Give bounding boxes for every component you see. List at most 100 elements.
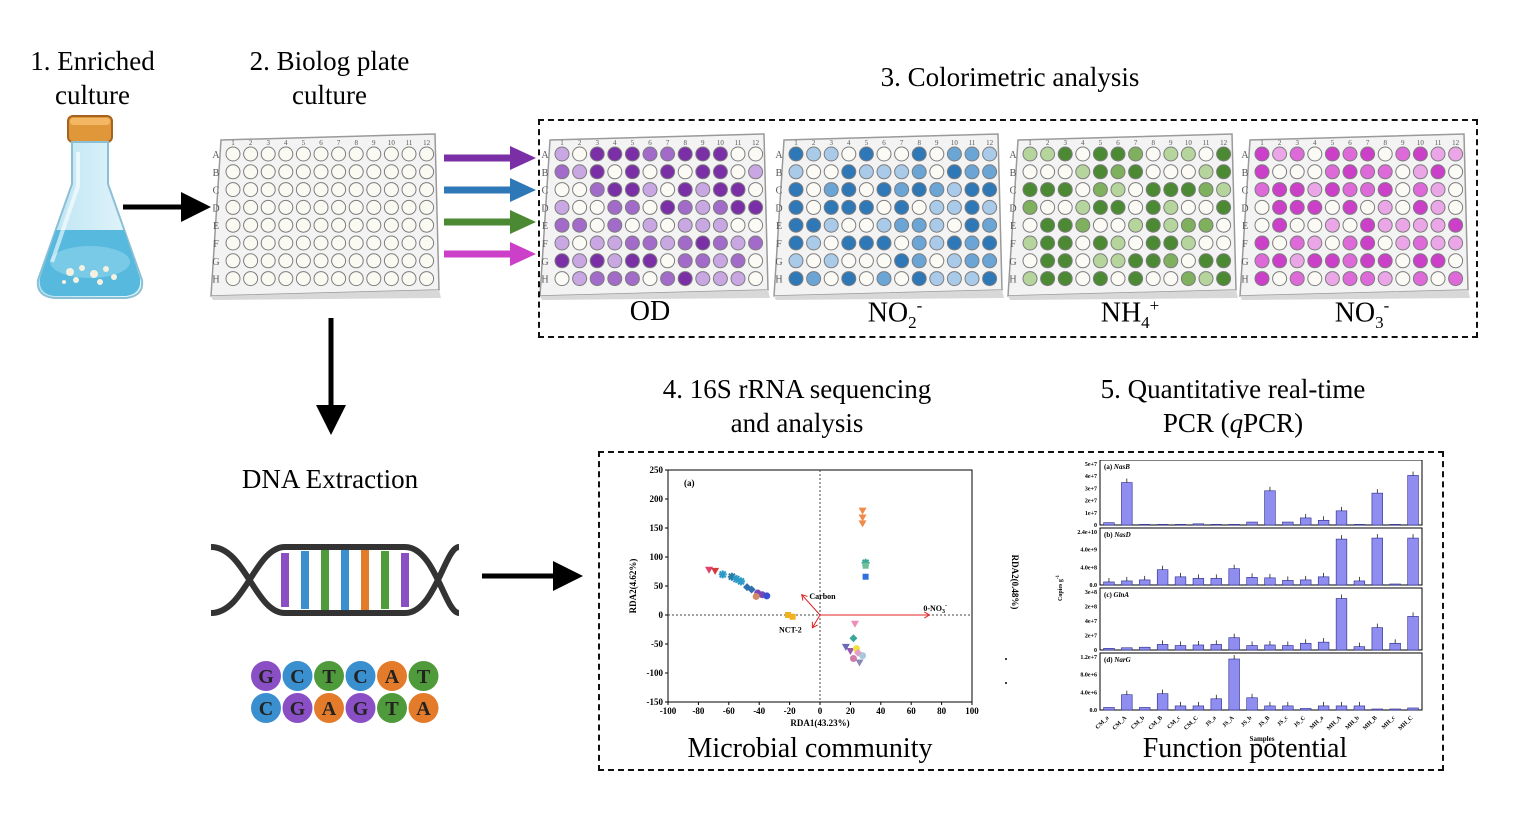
qpcr-ytick-label: 4e+7 [1085, 474, 1097, 480]
plate-well [366, 217, 382, 233]
plate-well [295, 146, 311, 162]
plate-well [624, 253, 640, 269]
plate-well [295, 199, 311, 215]
plate-row-label: C [213, 186, 220, 197]
plate-well [964, 199, 980, 215]
qpcr-bar [1156, 644, 1169, 651]
plate-row-label: C [1010, 186, 1017, 197]
plate-well [1145, 271, 1161, 287]
base-letter: C [353, 666, 367, 688]
qpcr-sample-label: MH_b [1345, 715, 1361, 731]
plate-well [1360, 146, 1376, 162]
plate-row-label: D [1009, 203, 1016, 214]
plate-well [806, 164, 822, 180]
plate-well [366, 253, 382, 269]
plate-well [1057, 217, 1073, 233]
plate-well [748, 199, 764, 215]
plate-col-label: 9 [701, 139, 705, 147]
plate-well [1128, 146, 1144, 162]
plate-well [712, 271, 728, 287]
rda-point [849, 655, 857, 662]
qpcr-bar [1371, 627, 1383, 651]
plate-row-label: H [212, 275, 219, 286]
qpcr-ylabel: Copies g-1 [1056, 574, 1064, 601]
plate-well [1198, 217, 1214, 233]
plate-col-label: 6 [1116, 139, 1120, 147]
qpcr-bar [1156, 569, 1169, 586]
plate-col-label: 5 [865, 139, 869, 147]
plate-well [1075, 199, 1091, 215]
rda-xtick-label: 40 [876, 706, 886, 716]
plate-well [876, 146, 892, 162]
qpcr-bar [1246, 577, 1258, 586]
plate-row-label: F [542, 239, 548, 250]
plate-well [1110, 146, 1126, 162]
rda-xtick-label: 20 [846, 706, 856, 716]
plate-well [1395, 253, 1411, 269]
rda-point [855, 659, 864, 667]
qpcr-bar [1371, 492, 1383, 526]
plate-well [1022, 182, 1038, 198]
rda-panel-label: (a) [684, 478, 695, 488]
plate-well [1216, 217, 1232, 233]
qpcr-bar [1103, 581, 1115, 586]
plate-well [554, 164, 570, 180]
plate-well [1092, 146, 1108, 162]
qpcr-ytick-label: 8.0e+6 [1080, 673, 1097, 679]
plate-well [1307, 235, 1323, 251]
plate-well [1216, 253, 1232, 269]
qpcr-bar [1389, 583, 1401, 586]
plate-well [383, 199, 399, 215]
plate-col-label: 5 [302, 139, 306, 147]
plate-well [1254, 164, 1270, 180]
plate-col-label: 2 [1278, 139, 1282, 147]
qpcr-bar [1121, 580, 1133, 586]
qpcr-bar [1228, 568, 1240, 586]
plate-well [858, 182, 874, 198]
plate-well [1360, 199, 1376, 215]
rda-point [849, 634, 858, 643]
rda-point [854, 648, 862, 657]
base-letter: A [385, 666, 400, 688]
qpcr-sample-label: MH_a [1309, 715, 1325, 731]
qpcr-bar [1317, 705, 1330, 711]
plate-well [964, 182, 980, 198]
plate-well [243, 199, 259, 215]
qpcr-ylabel-sup: -1 [1056, 574, 1061, 579]
plate-well [642, 146, 658, 162]
plate-well [1412, 217, 1428, 233]
plate-well [712, 164, 728, 180]
step4-line2: and analysis [730, 408, 864, 438]
plate-col-label: 7 [1366, 139, 1370, 147]
plate-col-label: 8 [683, 139, 687, 147]
plate-well [695, 199, 711, 215]
plate-well [894, 199, 910, 215]
plate-well [1075, 164, 1091, 180]
plate-col-label: 6 [648, 139, 652, 147]
plate-row-label: B [1010, 168, 1017, 179]
plate-well [313, 164, 329, 180]
plate-well [894, 146, 910, 162]
step3-title: 3. Colorimetric analysis [880, 62, 1140, 92]
base-circle [377, 661, 407, 691]
plate-well [1289, 253, 1305, 269]
plate-well [366, 235, 382, 251]
qpcr-ytick-label: 0.0 [1090, 583, 1098, 589]
plate-well [964, 271, 980, 287]
plate-well [1145, 164, 1161, 180]
rda-vec-nct-head [811, 621, 818, 629]
plate-well [383, 182, 399, 198]
plate-row-label: D [775, 203, 782, 214]
plate-well [260, 253, 276, 269]
plate-well [1022, 164, 1038, 180]
plate-col-label: 4 [613, 139, 617, 147]
plate-well [1412, 253, 1428, 269]
plate-well [1377, 146, 1393, 162]
plate-well [295, 271, 311, 287]
plate-col-label: 10 [388, 139, 396, 147]
qpcr-bar [1139, 707, 1151, 711]
plate-well [1448, 217, 1464, 233]
plate-well [243, 235, 259, 251]
